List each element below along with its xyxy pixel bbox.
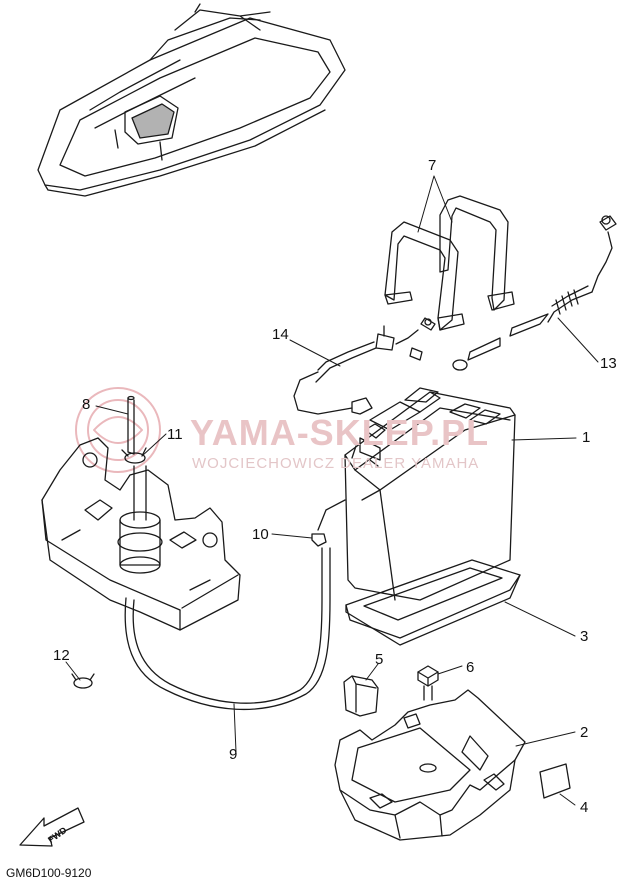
- battery-strap-7: [384, 195, 515, 331]
- callout-3: 3: [580, 628, 589, 645]
- pad-4: [539, 763, 571, 799]
- callout-2: 2: [580, 724, 589, 741]
- callout-4: 4: [580, 799, 589, 816]
- callout-9: 9: [229, 746, 238, 763]
- diagram-code: GM6D100-9120: [6, 866, 92, 880]
- vent-hose-9: [124, 499, 346, 711]
- battery-box-2: [334, 689, 526, 841]
- callout-8: 8: [82, 396, 91, 413]
- watermark-logo: [75, 387, 161, 473]
- leader-lines: [65, 175, 599, 806]
- callout-11: 11: [167, 426, 183, 443]
- fitting-10: [311, 533, 327, 547]
- clamp-11: [121, 447, 147, 464]
- callout-12: 12: [53, 647, 70, 664]
- callout-1: 1: [582, 429, 591, 446]
- callout-7: 7: [428, 157, 437, 174]
- watercraft-illustration: [37, 3, 346, 197]
- battery-mat-3: [345, 559, 521, 646]
- watermark-brand: YAMA-SKLEP.PL: [190, 412, 490, 453]
- watermark-tagline: WOJCIECHOWICZ DEALER YAMAHA: [192, 455, 480, 472]
- callout-6: 6: [466, 659, 475, 676]
- battery-lead-14: [293, 317, 436, 415]
- callout-5: 5: [375, 651, 384, 668]
- cap-5: [343, 675, 379, 717]
- battery-lead-13: [452, 215, 617, 371]
- callout-13: 13: [600, 355, 617, 372]
- bolt-6: [417, 665, 439, 701]
- callout-10: 10: [252, 526, 269, 543]
- battery-1: [344, 387, 516, 601]
- fwd-arrow-icon: [19, 807, 85, 847]
- clamp-12: [71, 673, 95, 689]
- callout-14: 14: [272, 326, 289, 343]
- breather-bracket: [41, 437, 241, 631]
